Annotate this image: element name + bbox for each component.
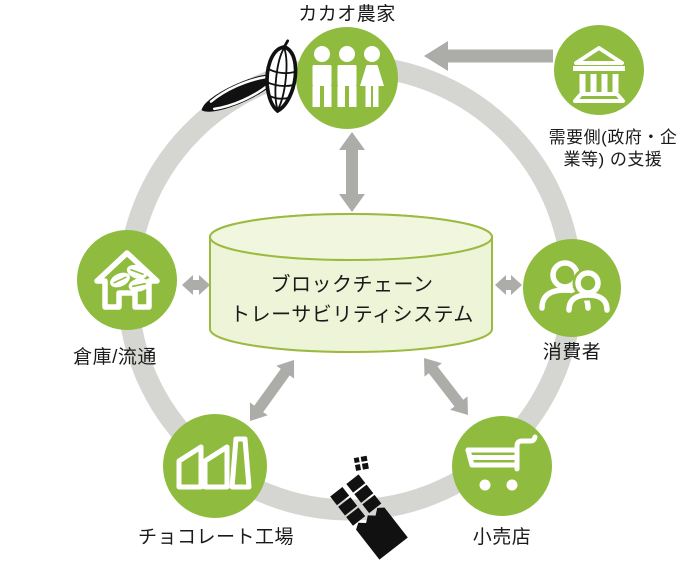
node-demand-support: [554, 25, 644, 115]
database-cylinder-icon: [209, 213, 493, 353]
blockchain-system-line1: ブロックチェーン: [270, 274, 434, 296]
label-demand-support: 需要側(政府・企 業等) の支援: [523, 127, 700, 172]
node-chocolate-factory: [163, 414, 267, 518]
chocolate-bar-icon: [330, 455, 408, 560]
label-demand-support-line2: 業等) の支援: [563, 150, 663, 170]
node-warehouse: [77, 230, 177, 330]
warehouse-cacao-beans-icon: [94, 250, 160, 310]
label-retail-store: 小売店: [472, 527, 532, 548]
arrow-warehouse-system: [182, 275, 210, 295]
label-consumer: 消費者: [542, 342, 602, 363]
label-chocolate-factory: チョコレート工場: [137, 527, 294, 548]
arrow-farmer-system: [339, 132, 365, 212]
two-people-outline-icon: [539, 260, 613, 316]
factory-icon: [176, 436, 252, 490]
cacao-pods-icon: [201, 39, 298, 114]
bank-icon: [573, 46, 625, 103]
node-cacao-farmer: [296, 27, 398, 129]
arrows: [182, 41, 553, 421]
label-cacao-farmer: カカオ農家: [298, 4, 396, 25]
node-retail-store: [452, 416, 552, 516]
arrow-consumer-system: [495, 275, 522, 295]
shopping-cart-icon: [465, 434, 538, 491]
arrow-support-to-farmer: [424, 41, 553, 71]
node-consumer: [523, 239, 621, 337]
arrow-retail-system: [424, 358, 468, 415]
blockchain-system-line2: トレーサビリティシステム: [230, 304, 474, 326]
arrow-factory-system: [249, 360, 295, 421]
three-people-icon: [312, 46, 384, 107]
blockchain-system-label: ブロックチェーン トレーサビリティシステム: [211, 270, 493, 330]
label-demand-support-line1: 需要側(政府・企: [548, 128, 678, 147]
label-warehouse: 倉庫/流通: [73, 347, 157, 368]
